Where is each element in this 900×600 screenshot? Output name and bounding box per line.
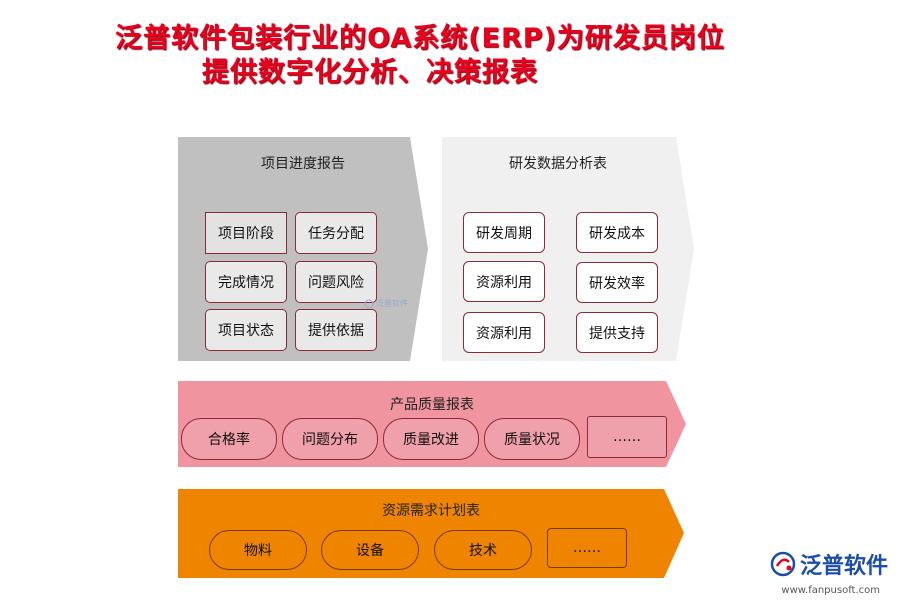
item-provide-basis: 提供依据 [295, 309, 377, 351]
item-issue-distribution: 问题分布 [282, 418, 378, 460]
item-resource-more: …… [547, 528, 627, 568]
watermark: 泛普软件 [364, 298, 408, 309]
panel-rd-analysis: 研发数据分析表 研发周期 研发成本 资源利用 研发效率 资源利用 提供支持 [442, 137, 694, 361]
panel-project-progress-title: 项目进度报告 [261, 156, 345, 172]
panel-rd-analysis-shape [442, 137, 694, 361]
item-quality-more: …… [587, 416, 667, 458]
panel-rd-analysis-title: 研发数据分析表 [509, 156, 607, 172]
item-issue-risk: 问题风险 [295, 261, 377, 303]
panel-resource-plan-title: 资源需求计划表 [382, 503, 480, 519]
item-rd-cycle: 研发周期 [463, 212, 545, 253]
item-resource-utilization-2: 资源利用 [463, 312, 545, 353]
item-rd-cost: 研发成本 [576, 212, 658, 253]
item-pass-rate: 合格率 [181, 418, 277, 460]
item-quality-improvement: 质量改进 [383, 418, 479, 460]
brand-logo-name: 泛普软件 [799, 554, 888, 579]
item-materials: 物料 [209, 530, 307, 570]
page-title-line-2: 提供数字化分析、决策报表 [202, 57, 538, 88]
panel-project-progress: 项目进度报告 项目阶段 任务分配 完成情况 问题风险 项目状态 提供依据 [178, 137, 428, 361]
item-provide-support: 提供支持 [576, 312, 658, 353]
item-resource-utilization: 资源利用 [463, 261, 545, 302]
item-project-stage: 项目阶段 [205, 212, 287, 254]
panel-resource-plan: 资源需求计划表 物料 设备 技术 …… [178, 489, 684, 578]
item-task-assignment: 任务分配 [295, 212, 377, 254]
watermark-logo-icon [364, 299, 374, 308]
panel-product-quality-title: 产品质量报表 [390, 397, 474, 413]
item-rd-efficiency: 研发效率 [576, 262, 658, 303]
panel-product-quality: 产品质量报表 合格率 问题分布 质量改进 质量状况 …… [178, 381, 686, 467]
item-completion-status: 完成情况 [205, 261, 287, 303]
watermark-text: 泛普软件 [376, 299, 408, 308]
page-title-line-1: 泛普软件包装行业的OA系统(ERP)为研发员岗位 [115, 23, 725, 54]
item-equipment: 设备 [321, 530, 419, 570]
item-quality-status: 质量状况 [484, 418, 580, 460]
brand-logo: 泛普软件 [770, 548, 888, 580]
brand-logo-icon [770, 551, 796, 577]
item-project-state: 项目状态 [205, 309, 287, 351]
brand-logo-url: www.fanpusoft.com [781, 585, 880, 596]
item-technology: 技术 [434, 530, 532, 570]
